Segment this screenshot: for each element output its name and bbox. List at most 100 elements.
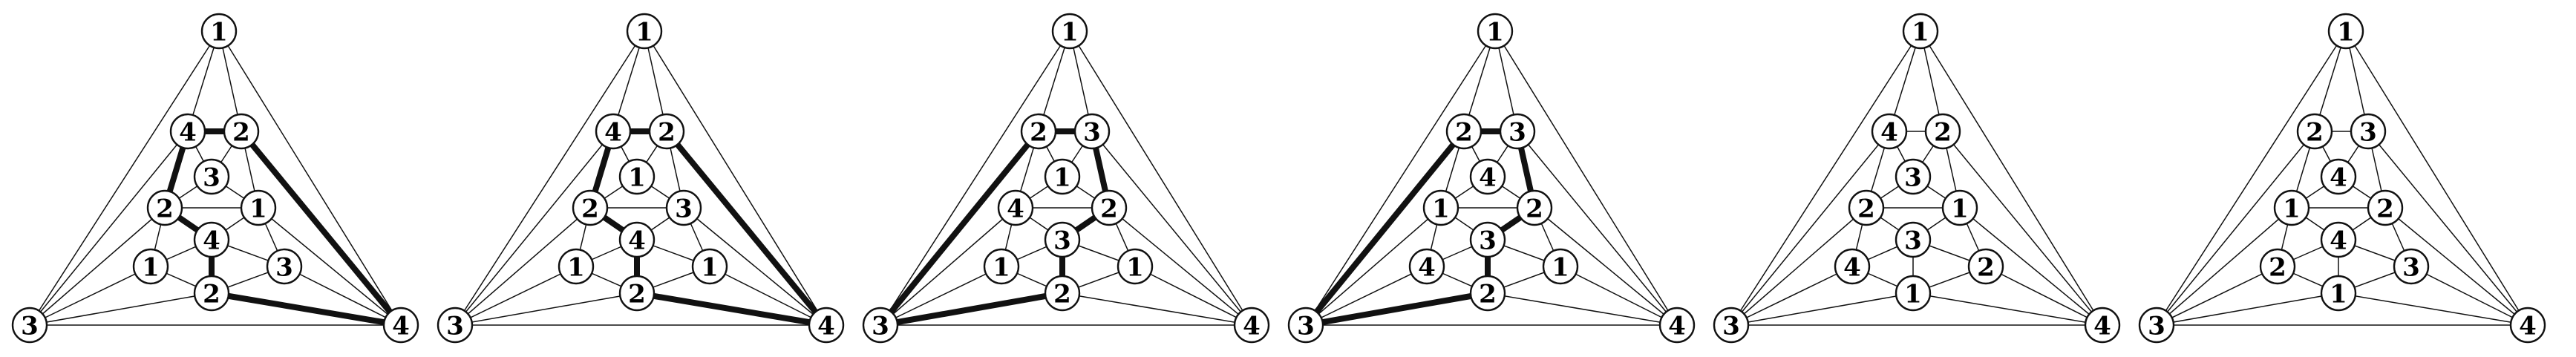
node-circle bbox=[437, 307, 474, 344]
graph-node: 4 bbox=[997, 189, 1034, 226]
node-circle bbox=[1542, 248, 1579, 285]
edge bbox=[454, 266, 577, 326]
node-label: 3 bbox=[275, 253, 293, 283]
node-circle bbox=[1044, 158, 1081, 195]
graph-node: 1 bbox=[1895, 275, 1932, 312]
node-label: 2 bbox=[2269, 253, 2286, 283]
graph-node: 1 bbox=[1044, 158, 1081, 195]
graph-node: 4 bbox=[193, 221, 230, 258]
node-label: 3 bbox=[446, 312, 464, 341]
graph-node: 1 bbox=[1477, 13, 1514, 50]
highlighted-edge bbox=[238, 128, 404, 328]
node-circle bbox=[665, 189, 702, 226]
node-circle bbox=[223, 113, 260, 150]
graph-node: 2 bbox=[1848, 189, 1885, 226]
node-circle bbox=[1941, 189, 1978, 226]
edge bbox=[284, 266, 402, 326]
graph-node: 3 bbox=[193, 158, 230, 195]
node-circle bbox=[1422, 189, 1459, 226]
edge bbox=[880, 30, 1070, 326]
node-circle bbox=[1895, 158, 1932, 195]
node-label: 2 bbox=[1100, 194, 1118, 224]
edge bbox=[1517, 131, 1678, 326]
node-circle bbox=[193, 158, 230, 195]
graph-node: 2 bbox=[1044, 275, 1081, 312]
edge bbox=[2156, 266, 2278, 326]
node-circle bbox=[1044, 275, 1081, 312]
node-circle bbox=[1967, 248, 2004, 285]
node-circle bbox=[983, 248, 1020, 285]
node-circle bbox=[1408, 248, 1445, 285]
node-circle bbox=[618, 221, 656, 258]
node-label: 1 bbox=[993, 253, 1010, 283]
highlighted-edge bbox=[209, 290, 404, 328]
edge bbox=[1730, 30, 1921, 326]
edge bbox=[880, 266, 1002, 326]
node-label: 1 bbox=[1904, 280, 1922, 309]
graph-node: 4 bbox=[169, 113, 206, 150]
graph-node: 1 bbox=[2327, 13, 2364, 50]
edge bbox=[218, 30, 402, 326]
graph-node: 1 bbox=[618, 158, 656, 195]
node-label: 1 bbox=[1432, 194, 1450, 224]
edge bbox=[1494, 30, 1678, 326]
edge bbox=[1091, 131, 1252, 326]
edge bbox=[2410, 266, 2528, 326]
node-label: 2 bbox=[1934, 118, 1952, 148]
node-label: 4 bbox=[2093, 312, 2111, 341]
edge bbox=[1730, 207, 1867, 326]
node-circle bbox=[558, 248, 595, 285]
node-circle bbox=[1713, 307, 1750, 344]
node-label: 1 bbox=[210, 18, 228, 48]
edge bbox=[454, 292, 638, 326]
graph-node: 4 bbox=[808, 307, 845, 344]
node-label: 1 bbox=[249, 194, 267, 224]
node-circle bbox=[691, 248, 728, 285]
node-label: 2 bbox=[1977, 253, 1995, 283]
node-circle bbox=[1469, 158, 1506, 195]
node-label: 3 bbox=[872, 312, 889, 341]
edge bbox=[2367, 131, 2528, 326]
node-circle bbox=[1469, 275, 1506, 312]
node-label: 3 bbox=[1904, 163, 1922, 193]
node-circle bbox=[2320, 158, 2357, 195]
node-circle bbox=[862, 307, 899, 344]
node-label: 4 bbox=[392, 312, 410, 341]
node-circle bbox=[200, 13, 238, 50]
graph-node: 3 bbox=[2138, 307, 2175, 344]
edge bbox=[2156, 131, 2315, 326]
node-circle bbox=[2350, 113, 2387, 150]
edge bbox=[2156, 292, 2339, 326]
node-label: 3 bbox=[1904, 226, 1922, 256]
node-label: 1 bbox=[1951, 194, 1969, 224]
graph-node: 2 bbox=[618, 275, 656, 312]
edge bbox=[1534, 207, 1678, 326]
node-circle bbox=[997, 189, 1034, 226]
graph-node: 4 bbox=[1658, 307, 1696, 344]
node-circle bbox=[193, 221, 230, 258]
graph-node: 1 bbox=[1902, 13, 1939, 50]
edge bbox=[1305, 266, 1428, 326]
node-circle bbox=[2327, 13, 2364, 50]
node-circle bbox=[382, 307, 419, 344]
highlighted-edge bbox=[877, 128, 1042, 328]
node-circle bbox=[1516, 189, 1553, 226]
node-label: 4 bbox=[2519, 312, 2537, 341]
node-circle bbox=[1287, 307, 1324, 344]
graph-node: 1 bbox=[1051, 13, 1088, 50]
highlighted-edge bbox=[634, 290, 829, 328]
graph-node: 4 bbox=[1834, 248, 1871, 285]
node-circle bbox=[240, 189, 277, 226]
edge bbox=[1985, 266, 2103, 326]
node-label: 2 bbox=[1526, 194, 1543, 224]
graph-node: 1 bbox=[2273, 189, 2310, 226]
graph-node: 2 bbox=[1445, 113, 1482, 150]
node-label: 4 bbox=[604, 118, 622, 148]
edge bbox=[454, 207, 591, 326]
node-circle bbox=[1871, 113, 1908, 150]
highlighted-edge bbox=[1303, 128, 1467, 328]
